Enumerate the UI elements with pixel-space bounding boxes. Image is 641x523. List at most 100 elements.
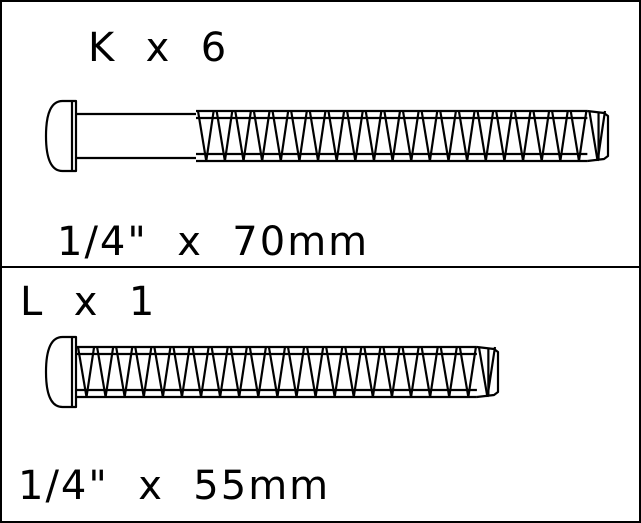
thread-line bbox=[261, 110, 271, 162]
screw-head bbox=[44, 335, 78, 409]
screw-l-drawing bbox=[44, 335, 500, 409]
thread-line bbox=[134, 346, 145, 398]
panel-part-l: L x 1 1/4" x 55mm bbox=[2, 268, 639, 521]
thread-line bbox=[215, 110, 226, 162]
thread-line bbox=[142, 346, 153, 398]
thread-line bbox=[290, 110, 301, 162]
part-k-quantity: K x 6 bbox=[88, 25, 229, 71]
thread-line bbox=[295, 346, 306, 398]
thread-line bbox=[316, 110, 327, 162]
thread-line bbox=[495, 110, 506, 162]
thread-line bbox=[306, 346, 317, 398]
panel-part-k: K x 6 1/4" x 70mm bbox=[2, 2, 639, 266]
thread-line bbox=[420, 346, 432, 398]
thread-line bbox=[364, 110, 376, 162]
thread-line bbox=[551, 110, 562, 162]
thread-line bbox=[409, 346, 420, 398]
thread-line bbox=[205, 110, 215, 162]
thread-line bbox=[428, 110, 439, 162]
thread-line bbox=[363, 346, 374, 398]
thread-line bbox=[447, 110, 457, 162]
thread-line bbox=[104, 346, 115, 398]
thread-line bbox=[267, 346, 279, 398]
thread-line bbox=[76, 346, 88, 398]
thread-line bbox=[314, 346, 325, 398]
thread-line bbox=[458, 346, 470, 398]
thread-line bbox=[327, 110, 338, 162]
thread-line bbox=[196, 110, 208, 162]
thread-line bbox=[540, 110, 551, 162]
thread-line bbox=[271, 110, 282, 162]
thread-line bbox=[391, 110, 402, 162]
thread-line bbox=[513, 110, 525, 162]
thread-line bbox=[242, 110, 252, 162]
screw-tip bbox=[476, 345, 500, 399]
thread-line bbox=[191, 346, 203, 398]
thread-line bbox=[457, 110, 469, 162]
screw-k-drawing bbox=[44, 99, 610, 173]
thread-line bbox=[476, 110, 487, 162]
thread-line bbox=[333, 346, 344, 398]
thread-line bbox=[123, 346, 134, 398]
thread-line bbox=[467, 346, 477, 398]
thread-line bbox=[448, 346, 458, 398]
thread-line bbox=[439, 346, 451, 398]
thread-line bbox=[401, 110, 413, 162]
thread-line bbox=[383, 110, 394, 162]
thread-line bbox=[96, 346, 107, 398]
part-l-quantity: L x 1 bbox=[20, 279, 157, 325]
thread-line bbox=[85, 346, 96, 398]
thread-line bbox=[420, 110, 431, 162]
thread-line bbox=[115, 346, 126, 398]
thread-line bbox=[257, 346, 267, 398]
screw-tip bbox=[587, 109, 610, 163]
thread-line bbox=[371, 346, 382, 398]
thread-line bbox=[153, 346, 164, 398]
thread-line bbox=[354, 110, 364, 162]
thread-line bbox=[466, 110, 476, 162]
thread-line bbox=[401, 346, 413, 398]
thread-line bbox=[210, 346, 222, 398]
thread-line bbox=[588, 110, 599, 162]
thread-line bbox=[279, 110, 290, 162]
thread-line bbox=[382, 346, 394, 398]
thread-line bbox=[276, 346, 287, 398]
thread-line bbox=[559, 110, 569, 162]
thread-line bbox=[325, 346, 336, 398]
thread-line bbox=[180, 346, 191, 398]
part-l-size: 1/4" x 55mm bbox=[18, 463, 331, 509]
thread-line bbox=[161, 346, 172, 398]
thread-line bbox=[352, 346, 363, 398]
thread-line bbox=[219, 346, 229, 398]
screw-group bbox=[44, 99, 610, 173]
screw-head bbox=[44, 99, 78, 173]
thread-line bbox=[503, 110, 513, 162]
thread-line bbox=[252, 110, 264, 162]
thread-line bbox=[439, 110, 450, 162]
thread-line bbox=[223, 110, 234, 162]
thread-line bbox=[286, 346, 298, 398]
thread-line bbox=[298, 110, 308, 162]
thread-line bbox=[532, 110, 543, 162]
screw-group bbox=[44, 335, 500, 409]
thread-line bbox=[577, 110, 588, 162]
thread-line bbox=[172, 346, 184, 398]
thread-line bbox=[521, 110, 532, 162]
thread-line bbox=[229, 346, 241, 398]
thread-line bbox=[477, 346, 489, 398]
thread-line bbox=[238, 346, 248, 398]
thread-line bbox=[569, 110, 581, 162]
thread-line bbox=[484, 110, 495, 162]
thread-line bbox=[410, 110, 420, 162]
thread-line bbox=[346, 110, 357, 162]
thread-line bbox=[199, 346, 210, 398]
part-k-size: 1/4" x 70mm bbox=[57, 219, 370, 265]
thread-line bbox=[372, 110, 383, 162]
thread-line bbox=[248, 346, 260, 398]
thread-line bbox=[308, 110, 320, 162]
thread-line bbox=[335, 110, 346, 162]
thread-line bbox=[429, 346, 439, 398]
thread-line bbox=[344, 346, 355, 398]
panel-divider bbox=[2, 266, 639, 268]
